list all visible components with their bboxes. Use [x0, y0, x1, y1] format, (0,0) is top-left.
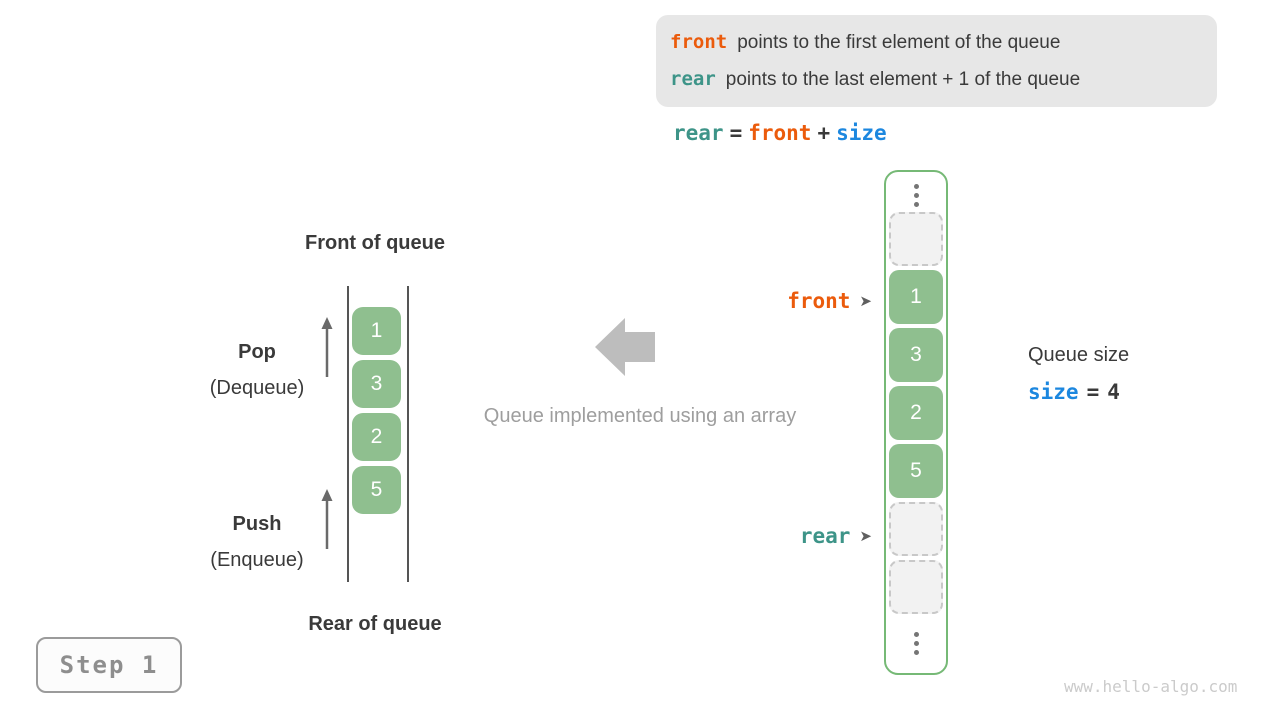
push-label-block: Push (Enqueue)	[182, 506, 332, 578]
rear-of-queue-label: Rear of queue	[308, 613, 442, 635]
watermark: www.hello-algo.com	[1064, 677, 1238, 696]
pop-direction-arrow-icon	[321, 317, 333, 377]
queue-channel-left-line	[347, 286, 349, 582]
rear-definition-text: points to the last element + 1 of the qu…	[725, 69, 1081, 90]
formula-rear-token: rear	[673, 121, 724, 145]
array-container: 1 3 2 5	[884, 170, 948, 675]
array-cell: 5	[889, 444, 943, 498]
push-label: Push	[232, 513, 282, 535]
pointer-definitions-box: front points to the first element of the …	[656, 15, 1217, 107]
left-arrow-icon	[595, 318, 655, 376]
front-of-queue-label: Front of queue	[305, 232, 445, 254]
pop-label: Pop	[238, 341, 276, 363]
pointer-arrow-icon: ➤	[859, 526, 872, 545]
formula-equals: =	[729, 121, 743, 145]
queue-size-value-line: size = 4	[1028, 380, 1128, 404]
queue-size-label: Queue size	[1028, 344, 1130, 366]
front-code-token: front	[670, 31, 728, 53]
formula-size-token: size	[836, 121, 887, 145]
size-var-token: size	[1028, 380, 1079, 404]
abstract-queue-stack: 1 3 2 5	[352, 307, 401, 514]
array-cell: 2	[889, 386, 943, 440]
queue-element: 5	[352, 466, 401, 514]
queue-element: 2	[352, 413, 401, 461]
rear-formula: rear=front+size	[673, 121, 893, 145]
rear-definition-line: rear points to the last element + 1 of th…	[670, 61, 1217, 98]
formula-plus: +	[817, 121, 831, 145]
array-cell-empty	[889, 502, 943, 556]
rear-pointer-token: rear	[799, 523, 851, 548]
array-cell: 1	[889, 270, 943, 324]
pop-label-block: Pop (Dequeue)	[182, 334, 332, 406]
size-equals: =	[1086, 380, 1100, 404]
rear-code-token: rear	[670, 68, 716, 90]
size-value: 4	[1107, 380, 1120, 404]
push-direction-arrow-icon	[321, 489, 333, 549]
array-cell: 3	[889, 328, 943, 382]
array-cell-empty	[889, 560, 943, 614]
pointer-arrow-icon: ➤	[859, 291, 872, 310]
queue-element: 3	[352, 360, 401, 408]
front-definition-text: points to the first element of the queue	[737, 32, 1061, 53]
dequeue-sublabel: (Dequeue)	[209, 377, 305, 399]
step-badge: Step 1	[36, 637, 182, 693]
ellipsis-top-icon	[886, 184, 946, 207]
queue-element: 1	[352, 307, 401, 355]
formula-front-token: front	[748, 121, 812, 145]
rear-pointer-label: rear ➤	[740, 522, 872, 549]
front-pointer-token: front	[787, 288, 851, 313]
enqueue-sublabel: (Enqueue)	[210, 549, 304, 571]
ellipsis-bottom-icon	[886, 632, 946, 655]
front-definition-line: front points to the first element of the …	[670, 24, 1217, 61]
queue-channel-right-line	[407, 286, 409, 582]
front-pointer-label: front ➤	[740, 287, 872, 314]
array-cell-empty	[889, 212, 943, 266]
diagram-caption: Queue implemented using an array	[483, 405, 797, 427]
